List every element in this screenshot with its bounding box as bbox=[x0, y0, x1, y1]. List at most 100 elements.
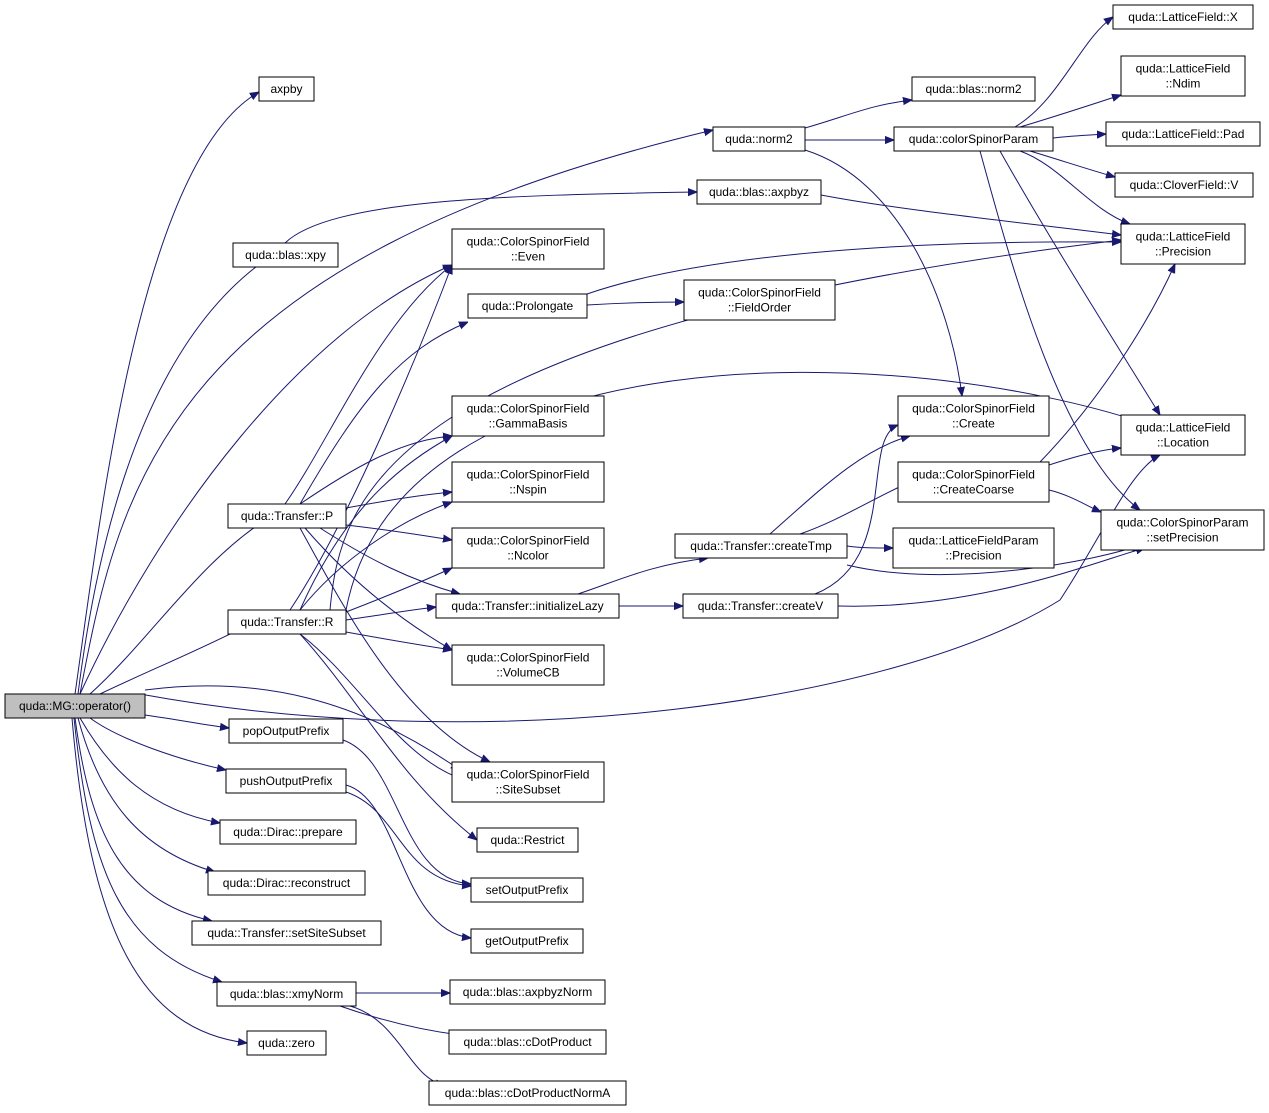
node-csf-fieldorder[interactable]: quda::ColorSpinorField::FieldOrder bbox=[683, 279, 836, 321]
node-box bbox=[227, 609, 347, 635]
node-csf-ncolor[interactable]: quda::ColorSpinorField::Ncolor bbox=[451, 527, 605, 569]
node-label: ::Precision bbox=[945, 549, 1001, 563]
node-box bbox=[191, 920, 382, 946]
edge-create_tmp-to-csf_create bbox=[769, 436, 910, 535]
node-label: quda::blas::xmyNorm bbox=[230, 987, 343, 1001]
node-label: quda::blas::cDotProductNormA bbox=[445, 1086, 610, 1100]
node-set-site-subset[interactable]: quda::Transfer::setSiteSubset bbox=[191, 920, 382, 946]
node-label: quda::norm2 bbox=[725, 132, 793, 146]
node-box bbox=[682, 593, 839, 619]
node-xmy-norm[interactable]: quda::blas::xmyNorm bbox=[216, 981, 357, 1007]
edge-mg_op-to-norm2 bbox=[79, 130, 713, 695]
node-box bbox=[893, 126, 1054, 152]
node-lf-x[interactable]: quda::LatticeField::X bbox=[1112, 4, 1254, 30]
node-label: quda::CloverField::V bbox=[1130, 178, 1239, 192]
node-csf-createcoarse[interactable]: quda::ColorSpinorField::CreateCoarse bbox=[897, 461, 1050, 503]
node-csf-site[interactable]: quda::ColorSpinorField::SiteSubset bbox=[451, 761, 605, 803]
node-axpby[interactable]: axpby bbox=[258, 76, 315, 102]
edge-transfer_r-to-csf_volume bbox=[345, 631, 452, 650]
function-nodes: quda::MG::operator() axpbyquda::blas::xpy… bbox=[4, 4, 1265, 1106]
node-push-prefix[interactable]: pushOutputPrefix bbox=[225, 768, 347, 794]
node-label: ::Precision bbox=[1155, 245, 1211, 259]
node-norm2[interactable]: quda::norm2 bbox=[712, 126, 806, 152]
node-label: quda::Transfer::P bbox=[241, 509, 333, 523]
node-create-v[interactable]: quda::Transfer::createV bbox=[682, 593, 839, 619]
node-label: quda::ColorSpinorField bbox=[467, 534, 590, 548]
node-label: quda::LatticeField::X bbox=[1128, 10, 1237, 24]
node-csf-volume[interactable]: quda::ColorSpinorField::VolumeCB bbox=[451, 644, 605, 686]
edge-mg_op-to-pop_prefix bbox=[144, 714, 229, 728]
node-cdot-norm-a[interactable]: quda::blas::cDotProductNormA bbox=[428, 1080, 627, 1106]
node-zero[interactable]: quda::zero bbox=[246, 1030, 327, 1056]
node-box bbox=[207, 870, 366, 896]
node-clover-v[interactable]: quda::CloverField::V bbox=[1114, 172, 1254, 198]
node-label: quda::Prolongate bbox=[482, 299, 574, 313]
node-create-tmp[interactable]: quda::Transfer::createTmp bbox=[674, 533, 848, 559]
node-set-prefix[interactable]: setOutputPrefix bbox=[470, 877, 584, 903]
node-box bbox=[467, 293, 588, 319]
edge-create_tmp-to-csf_createcoarse bbox=[799, 482, 910, 535]
node-box bbox=[228, 718, 344, 744]
node-label: quda::blas::norm2 bbox=[925, 82, 1021, 96]
node-cdot[interactable]: quda::blas::cDotProduct bbox=[448, 1029, 607, 1055]
edge-cs_param-to-csp_setprecision bbox=[979, 150, 1140, 510]
node-box bbox=[1120, 223, 1246, 265]
node-box bbox=[225, 768, 347, 794]
node-label: quda::zero bbox=[258, 1036, 315, 1050]
edge-csf_createcoarse-to-lf_precision bbox=[1039, 264, 1175, 463]
node-label: quda::LatticeField bbox=[1136, 230, 1231, 244]
node-csp-setprecision[interactable]: quda::ColorSpinorParam::setPrecision bbox=[1100, 509, 1265, 551]
node-csf-gamma[interactable]: quda::ColorSpinorField::GammaBasis bbox=[451, 395, 605, 437]
node-mg-op[interactable]: quda::MG::operator() bbox=[4, 693, 146, 719]
node-pop-prefix[interactable]: popOutputPrefix bbox=[228, 718, 344, 744]
node-label: getOutputPrefix bbox=[485, 934, 568, 948]
node-label: quda::Dirac::prepare bbox=[233, 825, 343, 839]
node-box bbox=[1100, 509, 1265, 551]
node-init-lazy[interactable]: quda::Transfer::initializeLazy bbox=[435, 593, 620, 619]
node-label: quda::Restrict bbox=[490, 833, 565, 847]
node-dirac-prepare[interactable]: quda::Dirac::prepare bbox=[219, 819, 357, 845]
node-label: popOutputPrefix bbox=[243, 724, 330, 738]
node-lf-precision[interactable]: quda::LatticeField::Precision bbox=[1120, 223, 1246, 265]
node-csf-create[interactable]: quda::ColorSpinorField::Create bbox=[897, 395, 1050, 437]
node-transfer-r[interactable]: quda::Transfer::R bbox=[227, 609, 347, 635]
node-label: ::CreateCoarse bbox=[933, 483, 1015, 497]
node-restrict[interactable]: quda::Restrict bbox=[476, 827, 579, 853]
node-label: ::SiteSubset bbox=[496, 783, 561, 797]
edge-csf_createcoarse-to-lf_location bbox=[1048, 448, 1121, 466]
node-transfer-p[interactable]: quda::Transfer::P bbox=[227, 503, 347, 529]
node-label: quda::blas::axpbyz bbox=[709, 185, 809, 199]
edge-init_lazy-to-create_tmp bbox=[577, 558, 708, 595]
node-label: quda::blas::cDotProduct bbox=[463, 1035, 592, 1049]
node-box bbox=[451, 461, 605, 503]
node-box bbox=[470, 928, 584, 954]
node-lf-ndim[interactable]: quda::LatticeField::Ndim bbox=[1120, 55, 1246, 97]
edge-mg_op-to-dirac_prepare bbox=[79, 717, 220, 823]
edge-transfer_r-to-csf_site bbox=[299, 633, 465, 780]
node-lf-location[interactable]: quda::LatticeField::Location bbox=[1120, 414, 1246, 456]
edge-norm2-to-blas_norm2 bbox=[804, 100, 912, 129]
node-box bbox=[476, 827, 579, 853]
node-blas-xpy[interactable]: quda::blas::xpy bbox=[232, 242, 339, 268]
node-label: ::Even bbox=[511, 250, 545, 264]
node-box bbox=[1112, 4, 1254, 30]
node-box bbox=[683, 279, 836, 321]
node-box bbox=[451, 644, 605, 686]
node-box bbox=[246, 1030, 327, 1056]
edge-transfer_r-to-csf_nspin bbox=[299, 502, 452, 611]
node-csf-even[interactable]: quda::ColorSpinorField::Even bbox=[451, 228, 605, 270]
node-axpbyz[interactable]: quda::blas::axpbyz bbox=[696, 179, 822, 205]
node-lfp-precision[interactable]: quda::LatticeFieldParam::Precision bbox=[892, 527, 1055, 569]
edge-transfer_p-to-init_lazy bbox=[319, 527, 460, 594]
node-dirac-reconstruct[interactable]: quda::Dirac::reconstruct bbox=[207, 870, 366, 896]
node-prolongate[interactable]: quda::Prolongate bbox=[467, 293, 588, 319]
node-cs-param[interactable]: quda::colorSpinorParam bbox=[893, 126, 1054, 152]
node-get-prefix[interactable]: getOutputPrefix bbox=[470, 928, 584, 954]
node-lf-pad[interactable]: quda::LatticeField::Pad bbox=[1105, 121, 1261, 147]
node-csf-nspin[interactable]: quda::ColorSpinorField::Nspin bbox=[451, 461, 605, 503]
node-label: quda::ColorSpinorField bbox=[912, 402, 1035, 416]
node-label: quda::ColorSpinorField bbox=[467, 402, 590, 416]
node-label: ::Location bbox=[1157, 436, 1209, 450]
node-blas-norm2[interactable]: quda::blas::norm2 bbox=[911, 76, 1036, 102]
node-axpbyz-norm[interactable]: quda::blas::axpbyzNorm bbox=[449, 979, 606, 1005]
